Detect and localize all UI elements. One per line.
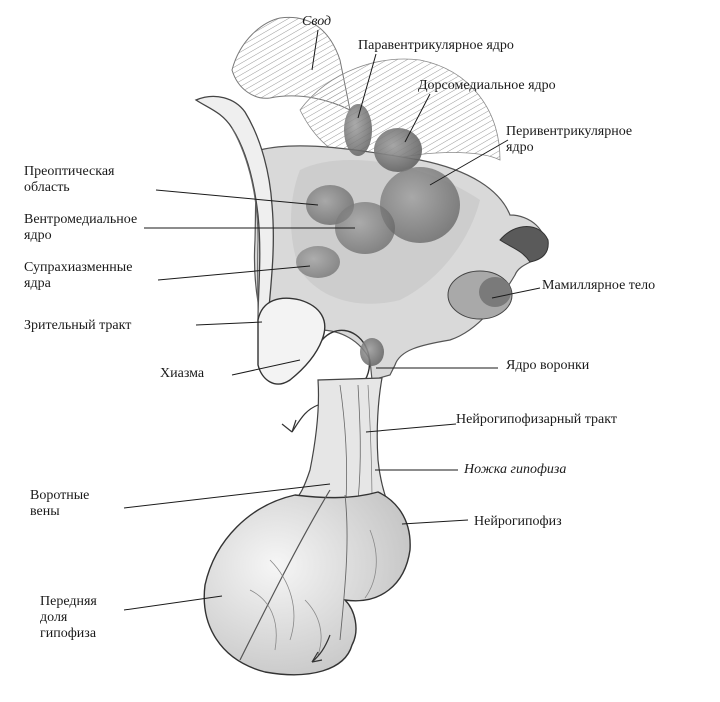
leader-mammillary [491, 287, 541, 299]
label-svod: Свод [302, 14, 331, 30]
label-pituitary-stalk-text: Ножка гипофиза [464, 462, 567, 477]
label-mammillary-text: Мамиллярное тело [542, 278, 656, 293]
label-preoptic-line1: Преоптическая [24, 164, 115, 179]
label-suprachiasmatic-line2: ядра [24, 276, 51, 291]
leader-preoptic [155, 189, 319, 206]
leader-svod [311, 29, 319, 71]
label-preoptic-line2: область [24, 180, 70, 195]
label-anterior-lobe: Передняя доля гипофиза [40, 594, 97, 642]
label-paraventricular-text: Паравентрикулярное ядро [358, 38, 514, 53]
label-neurohypophyseal-tract-text: Нейрогипофизарный тракт [456, 412, 617, 427]
leader-suprachiasmatic [157, 265, 311, 281]
label-paraventricular: Паравентрикулярное ядро [358, 38, 514, 54]
leader-portal-veins [123, 483, 331, 509]
label-infundibular-text: Ядро воронки [506, 358, 590, 373]
leader-neurohypophyseal-tract [365, 423, 457, 433]
label-preoptic: Преоптическая область [24, 164, 115, 196]
dorsomedial-nucleus [374, 128, 422, 172]
label-periventricular: Перивентрикулярное ядро [506, 124, 632, 156]
ventromedial-nucleus [335, 202, 395, 254]
label-mammillary: Мамиллярное тело [542, 278, 655, 294]
label-ventromedial-line2: ядро [24, 228, 52, 243]
label-suprachiasmatic-line1: Супрахиазменные [24, 260, 133, 275]
label-portal-veins-line1: Воротные [30, 488, 90, 503]
label-neurohypophyseal-tract: Нейрогипофизарный тракт [456, 412, 617, 428]
label-chiasm-text: Хиазма [160, 366, 205, 381]
label-anterior-lobe-line2: доля [40, 610, 68, 625]
label-portal-veins: Воротные вены [30, 488, 89, 520]
anterior-wall [194, 95, 274, 321]
label-neurohypophysis: Нейрогипофиз [474, 514, 562, 530]
label-svod-text: Свод [302, 14, 332, 29]
leader-lines [123, 29, 541, 611]
leader-paraventricular [357, 53, 377, 119]
periventricular-nucleus [380, 167, 460, 243]
label-anterior-lobe-line1: Передняя [40, 594, 97, 609]
pituitary-gland-shape [203, 404, 411, 676]
leader-periventricular [429, 139, 509, 186]
label-periventricular-line2: ядро [506, 140, 534, 155]
paraventricular-nucleus [344, 104, 372, 156]
suprachiasmatic-nucleus [296, 246, 340, 278]
label-portal-veins-line2: вены [30, 504, 60, 519]
mammillary-body-shape [447, 226, 549, 320]
label-periventricular-line1: Перивентрикулярное [506, 124, 633, 139]
label-neurohypophysis-text: Нейрогипофиз [474, 514, 562, 529]
leader-anterior-lobe [123, 595, 223, 611]
label-suprachiasmatic: Супрахиазменные ядра [24, 260, 132, 292]
label-chiasm: Хиазма [160, 366, 204, 382]
label-infundibular: Ядро воронки [506, 358, 589, 374]
label-anterior-lobe-line3: гипофиза [40, 626, 97, 641]
pituitary-stalk-shape [293, 377, 397, 521]
leader-neurohypophysis [401, 519, 469, 525]
label-optic-tract: Зрительный тракт [24, 318, 131, 334]
leader-dorsomedial [404, 93, 431, 143]
leader-chiasm [231, 359, 301, 376]
label-dorsomedial-text: Дорсомедиальное ядро [418, 78, 556, 93]
label-ventromedial-line1: Вентромедиальное [24, 212, 138, 227]
label-optic-tract-text: Зрительный тракт [24, 318, 132, 333]
label-ventromedial: Вентромедиальное ядро [24, 212, 137, 244]
nuclei-group [296, 104, 460, 366]
leader-optic-tract [195, 321, 263, 326]
label-pituitary-stalk: Ножка гипофиза [464, 462, 566, 478]
label-dorsomedial: Дорсомедиальное ядро [418, 78, 556, 94]
infundibular-nucleus [360, 338, 384, 366]
